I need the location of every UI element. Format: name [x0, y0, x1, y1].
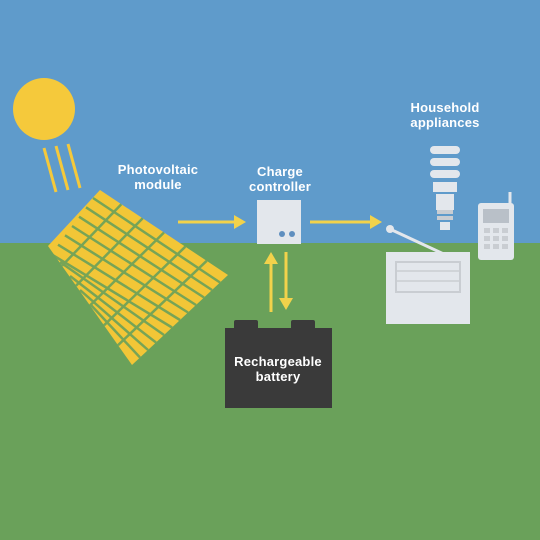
battery-label-line1: Rechargeable — [234, 354, 322, 369]
arrow-icon — [310, 215, 382, 229]
charge-controller-label: Charge controller — [230, 164, 330, 194]
charge-controller-label-line2: controller — [249, 179, 311, 194]
photovoltaic-label-line2: module — [134, 177, 182, 192]
photovoltaic-label-line1: Photovoltaic — [117, 162, 199, 177]
sun-icon — [13, 78, 82, 193]
battery-label-line2: battery — [255, 369, 301, 384]
household-label-line2: appliances — [410, 115, 480, 130]
charge-controller-icon — [257, 200, 301, 244]
household-appliances-label: Household appliances — [390, 100, 500, 130]
solar-panel-icon — [48, 190, 228, 365]
arrow-icon — [264, 252, 293, 312]
radio-icon — [386, 225, 470, 324]
phone-icon — [478, 192, 514, 260]
arrow-icon — [178, 215, 246, 229]
photovoltaic-module-label: Photovoltaic module — [108, 162, 208, 192]
charge-controller-label-line1: Charge — [257, 164, 303, 179]
battery-icon — [225, 320, 332, 408]
bulb-icon — [430, 146, 460, 230]
rechargeable-battery-label: Rechargeable battery — [222, 354, 334, 384]
household-label-line1: Household — [410, 100, 480, 115]
